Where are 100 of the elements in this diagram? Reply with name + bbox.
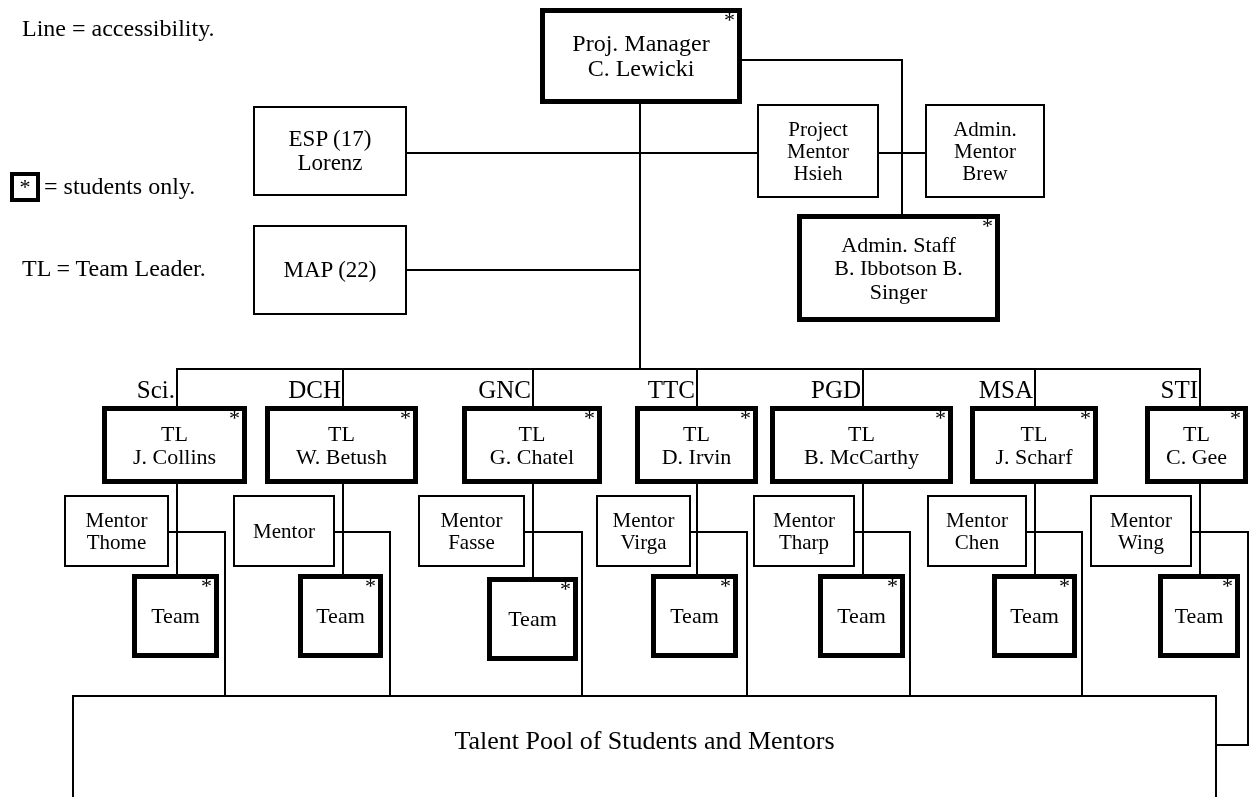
team-leader-box	[1145, 406, 1248, 484]
box-text: TL	[160, 421, 189, 445]
box-text: C. Gee	[1164, 445, 1229, 469]
mentor-box	[64, 495, 169, 567]
box-text: Mentor Fasse	[439, 508, 504, 554]
asterisk-mark: *	[982, 215, 993, 237]
connector-line	[176, 483, 178, 575]
box-text: Project Mentor Hsieh	[786, 117, 850, 185]
asterisk-mark: *	[724, 9, 735, 31]
box-text: Admin. Staff	[840, 233, 957, 257]
manager-box	[540, 8, 742, 104]
asterisk-mark: *	[1059, 575, 1070, 597]
connector-line	[1034, 483, 1036, 575]
team-leader-box	[265, 406, 418, 484]
box-text: J. Scharf	[994, 445, 1074, 469]
box-text: Mentor Wing	[1109, 508, 1173, 554]
box-text: Mentor	[252, 519, 316, 542]
key-note: TL = Team Leader.	[22, 256, 206, 280]
box-text: TL	[847, 421, 876, 445]
asterisk-mark: *	[887, 575, 898, 597]
box-text: TL	[682, 421, 711, 445]
team-leader-box	[970, 406, 1098, 484]
team-code: PGD	[811, 377, 861, 402]
mentor-box	[927, 495, 1027, 567]
box-text: Team	[1173, 604, 1225, 628]
box-text: Proj. Manager	[571, 30, 711, 56]
box-text: Team	[836, 604, 887, 628]
asterisk-mark: *	[1230, 407, 1241, 429]
box-text: B. McCarthy	[803, 445, 920, 469]
staff-box	[797, 214, 1000, 322]
team-leader-box	[462, 406, 602, 484]
mentor-box	[757, 104, 879, 198]
mentor-box	[1090, 495, 1192, 567]
box-text: MAP (22)	[282, 257, 378, 283]
mentor-box	[233, 495, 335, 567]
box-text: D. Irvin	[660, 445, 733, 469]
connector-line	[1191, 531, 1249, 746]
connector-line	[854, 531, 911, 696]
connector-line	[1026, 531, 1083, 696]
box-text: TL	[1019, 421, 1049, 445]
box-text: Team	[150, 604, 201, 628]
box-text: W. Betush	[295, 445, 388, 469]
key-note: Line = accessibility.	[22, 16, 215, 40]
team-code: STI	[1160, 377, 1198, 402]
team-code: TTC	[647, 377, 695, 402]
program-box	[253, 225, 407, 315]
asterisk-mark: *	[1080, 407, 1091, 429]
connector-line	[168, 531, 226, 696]
connector-line	[690, 531, 748, 696]
connector-line	[696, 483, 698, 575]
program-box	[253, 106, 407, 196]
team-box	[818, 574, 905, 658]
team-box	[651, 574, 738, 658]
team-box	[992, 574, 1077, 658]
box-text: Admin. Mentor Brew	[952, 117, 1018, 185]
connector-line	[334, 531, 391, 696]
team-box	[487, 577, 578, 661]
box-text: G. Chatel	[488, 445, 576, 469]
connector-line	[741, 59, 903, 215]
team-leader-box	[102, 406, 247, 484]
team-code: MSA	[978, 377, 1033, 402]
box-text: B. Ibbotson B. Singer	[833, 256, 964, 303]
asterisk-mark: *	[1222, 575, 1233, 597]
team-code: DCH	[288, 377, 341, 402]
box-text: Mentor Thome	[84, 508, 149, 554]
talent-pool-box	[72, 695, 1217, 797]
asterisk-mark: *	[935, 407, 946, 429]
box-text: Mentor Chen	[945, 508, 1009, 554]
asterisk-mark: *	[560, 578, 571, 600]
asterisk-mark: *	[229, 407, 240, 429]
mentor-box	[418, 495, 525, 567]
mentor-box	[753, 495, 855, 567]
key-symbol: *	[10, 172, 40, 202]
connector-line	[1199, 483, 1201, 575]
box-text: Mentor Tharp	[772, 508, 836, 554]
connector-line	[532, 483, 534, 578]
box-text: Lorenz	[296, 151, 363, 176]
asterisk-mark: *	[740, 407, 751, 429]
box-text: TL	[517, 421, 547, 445]
connector-line	[524, 531, 583, 696]
team-code: Sci.	[136, 377, 175, 402]
box-text: Team	[669, 604, 720, 628]
box-text: C. Lewicki	[587, 56, 695, 82]
asterisk-mark: *	[720, 575, 731, 597]
connector-line	[878, 152, 926, 154]
asterisk-mark: *	[365, 575, 376, 597]
box-text: Team	[315, 604, 366, 628]
team-box	[1158, 574, 1240, 658]
asterisk-mark: *	[400, 407, 411, 429]
connector-line	[862, 483, 864, 575]
mentor-box	[596, 495, 691, 567]
box-text: TL	[1182, 421, 1211, 445]
asterisk-mark: *	[201, 575, 212, 597]
team-box	[132, 574, 219, 658]
box-text: J. Collins	[131, 445, 218, 469]
team-code: GNC	[478, 377, 531, 402]
asterisk-mark: *	[584, 407, 595, 429]
mentor-box	[925, 104, 1045, 198]
team-leader-box	[635, 406, 758, 484]
box-text: TL	[327, 421, 356, 445]
